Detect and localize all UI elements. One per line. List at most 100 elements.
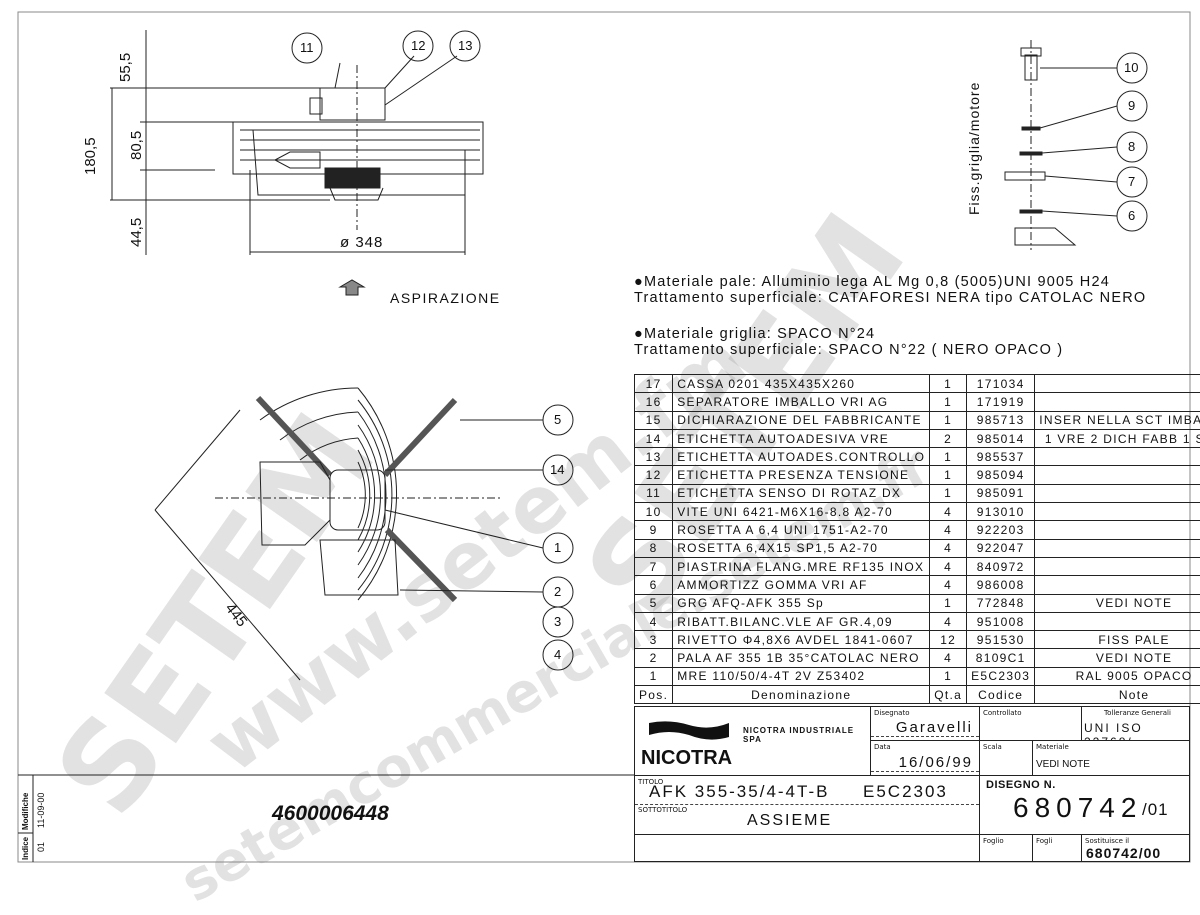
cell-pos: 11	[635, 484, 673, 502]
cell-pos: 8	[635, 539, 673, 557]
note-blade-material: ●Materiale pale: Alluminio lega AL Mg 0,…	[634, 274, 1110, 290]
cell-quantity: 1	[930, 484, 967, 502]
company-name: NICOTRA INDUSTRIALE SPA	[743, 726, 870, 744]
dim-80-5: 80,5	[128, 131, 145, 160]
header-note: Note	[1035, 686, 1200, 704]
cell-note	[1035, 557, 1200, 575]
header-pos: Pos.	[635, 686, 673, 704]
cell-pos: 15	[635, 411, 673, 429]
tolleranze-value: UNI ISO 22768/	[1084, 721, 1189, 741]
balloon-11: 11	[300, 40, 314, 55]
controllato-label: Controllato	[983, 709, 1022, 717]
balloon-14: 14	[550, 462, 564, 477]
cell-denominazione: CASSA 0201 435X435X260	[673, 375, 930, 393]
nicotra-logo-mark	[649, 719, 729, 741]
balloon-8: 8	[1128, 139, 1135, 154]
cell-codice: 985014	[967, 429, 1035, 447]
cell-pos: 13	[635, 448, 673, 466]
foglio-label: Foglio	[983, 837, 1004, 845]
cell-denominazione: RIVETTO Φ4,8X6 AVDEL 1841-0607	[673, 631, 930, 649]
cell-denominazione: ETICHETTA AUTOADES.CONTROLLO	[673, 448, 930, 466]
balloon-1: 1	[554, 540, 561, 555]
company-block: NICOTRA INDUSTRIALE SPA NICOTRA	[634, 706, 871, 776]
dim-44-5: 44,5	[128, 218, 145, 247]
cell-quantity: 1	[930, 411, 967, 429]
cell-quantity: 4	[930, 539, 967, 557]
cell-note: RAL 9005 OPACO	[1035, 667, 1200, 685]
cell-note	[1035, 484, 1200, 502]
cell-note	[1035, 466, 1200, 484]
cell-codice: 986008	[967, 576, 1035, 594]
cell-pos: 16	[635, 393, 673, 411]
nicotra-logo-text: NICOTRA	[641, 747, 732, 770]
cell-codice: 922047	[967, 539, 1035, 557]
disegno-number: 680742	[1013, 792, 1142, 824]
cell-pos: 14	[635, 429, 673, 447]
cell-codice: 772848	[967, 594, 1035, 612]
disegnato-cell: Disegnato Garavelli	[870, 706, 980, 741]
disegno-cell: DISEGNO N. 680742 /01	[979, 775, 1190, 835]
balloon-10: 10	[1124, 60, 1138, 75]
cell-denominazione: PALA AF 355 1B 35°CATOLAC NERO	[673, 649, 930, 667]
cell-quantity: 2	[930, 429, 967, 447]
cell-quantity: 1	[930, 667, 967, 685]
cell-note	[1035, 576, 1200, 594]
cell-note	[1035, 393, 1200, 411]
cell-denominazione: AMMORTIZZ GOMMA VRI AF	[673, 576, 930, 594]
scala-cell: Scala	[979, 740, 1033, 776]
sottotitolo-label: SOTTOTITOLO	[638, 806, 687, 814]
tolleranze-cell: Tolleranze Generali UNI ISO 22768/	[1081, 706, 1190, 741]
titolo-cell: TITOLO AFK 355-35/4-4T-B E5C2303 SOTTOTI…	[634, 775, 980, 835]
cell-codice: 985537	[967, 448, 1035, 466]
data-label: Data	[874, 743, 891, 751]
indice-label: Indice	[21, 837, 30, 860]
note-grid-treatment: Trattamento superficiale: SPACO N°22 ( N…	[634, 342, 1063, 358]
cell-pos: 9	[635, 521, 673, 539]
front-view	[155, 388, 573, 680]
cell-codice: 8109C1	[967, 649, 1035, 667]
cell-quantity: 4	[930, 521, 967, 539]
cell-pos: 10	[635, 503, 673, 521]
cell-pos: 2	[635, 649, 673, 667]
cell-note: INSER NELLA SCT IMBALLO	[1035, 411, 1200, 429]
titolo-value: AFK 355-35/4-4T-B	[649, 782, 829, 802]
cell-quantity: 1	[930, 393, 967, 411]
cell-denominazione: DICHIARAZIONE DEL FABBRICANTE	[673, 411, 930, 429]
dim-55-5: 55,5	[117, 53, 134, 82]
cell-denominazione: VITE UNI 6421-M6X16-8.8 A2-70	[673, 503, 930, 521]
header-quantity: Qt.a	[930, 686, 967, 704]
data-value: 16/06/99	[871, 754, 979, 772]
cell-pos: 6	[635, 576, 673, 594]
airflow-label: ASPIRAZIONE	[390, 290, 501, 306]
cell-note: 1 VRE 2 DICH FABB 1 SCT	[1035, 429, 1200, 447]
sostituisce-value: 680742/00	[1086, 845, 1161, 861]
fogli-cell: Fogli	[1032, 834, 1082, 862]
article-number: 4600006448	[272, 802, 389, 826]
indice-value: 01	[36, 842, 46, 852]
cell-pos: 4	[635, 612, 673, 630]
cell-codice: 951530	[967, 631, 1035, 649]
cell-note: VEDI NOTE	[1035, 594, 1200, 612]
cell-denominazione: ETICHETTA SENSO DI ROTAZ DX	[673, 484, 930, 502]
fixing-label: Fiss.griglia/motore	[966, 82, 982, 215]
cell-quantity: 1	[930, 375, 967, 393]
balloon-13: 13	[458, 38, 472, 53]
controllato-cell: Controllato	[979, 706, 1082, 741]
dim-180-5: 180,5	[82, 137, 99, 175]
cell-codice: 913010	[967, 503, 1035, 521]
balloon-6: 6	[1128, 208, 1135, 223]
cell-denominazione: ROSETTA 6,4X15 SP1,5 A2-70	[673, 539, 930, 557]
cell-denominazione: PIASTRINA FLANG.MRE RF135 INOX	[673, 557, 930, 575]
